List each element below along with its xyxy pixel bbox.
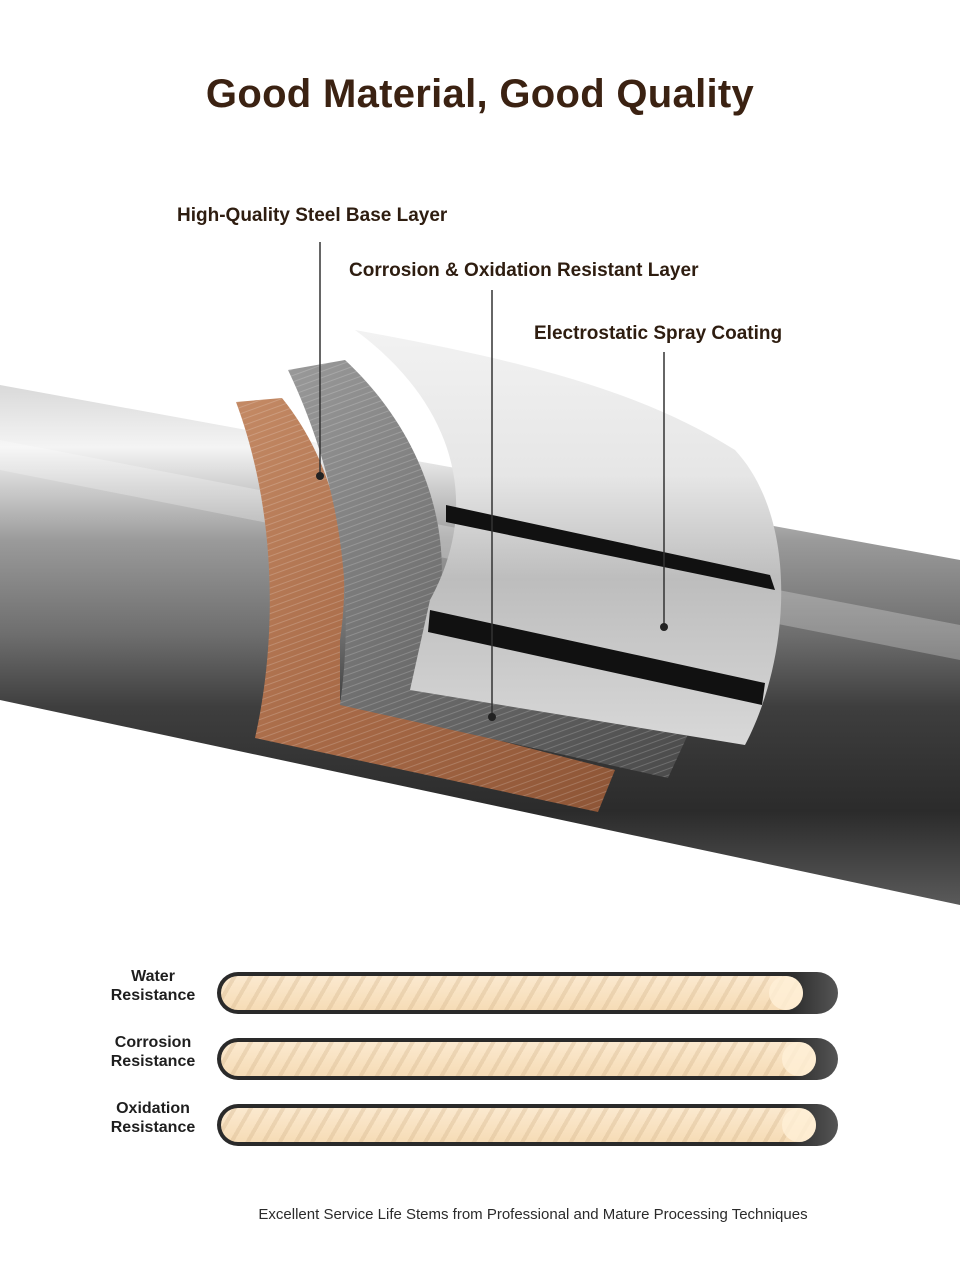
- callout-leaders: [316, 242, 668, 721]
- corrosion-resistance-row: Corrosion Resistance: [0, 1032, 960, 1080]
- page-title: Good Material, Good Quality: [205, 72, 755, 116]
- bar-label: Oxidation Resistance: [110, 1100, 196, 1136]
- bar-track: [217, 1038, 838, 1080]
- corrosion-layer-icon: [288, 360, 690, 778]
- spray-coating-callout: Electrostatic Spray Coating: [534, 323, 783, 344]
- water-resistance-row: Water Resistance: [0, 966, 960, 1014]
- steel-base-callout: High-Quality Steel Base Layer: [177, 205, 448, 226]
- bar-label: Corrosion Resistance: [110, 1034, 196, 1070]
- footer-tagline: Excellent Service Life Stems from Profes…: [258, 1206, 808, 1223]
- spray-coating-layer-icon: [355, 330, 782, 745]
- bar-track: [217, 1104, 838, 1146]
- bar-label: Water Resistance: [110, 968, 196, 1004]
- bar-track: [217, 972, 838, 1014]
- pipe-layers-illustration: [0, 242, 960, 905]
- oxidation-resistance-row: Oxidation Resistance: [0, 1098, 960, 1146]
- bar-fill: [221, 1042, 816, 1076]
- bar-fill: [221, 1108, 816, 1142]
- steel-base-layer-icon: [236, 398, 615, 812]
- corrosion-layer-callout: Corrosion & Oxidation Resistant Layer: [349, 260, 699, 281]
- bar-fill: [221, 976, 803, 1010]
